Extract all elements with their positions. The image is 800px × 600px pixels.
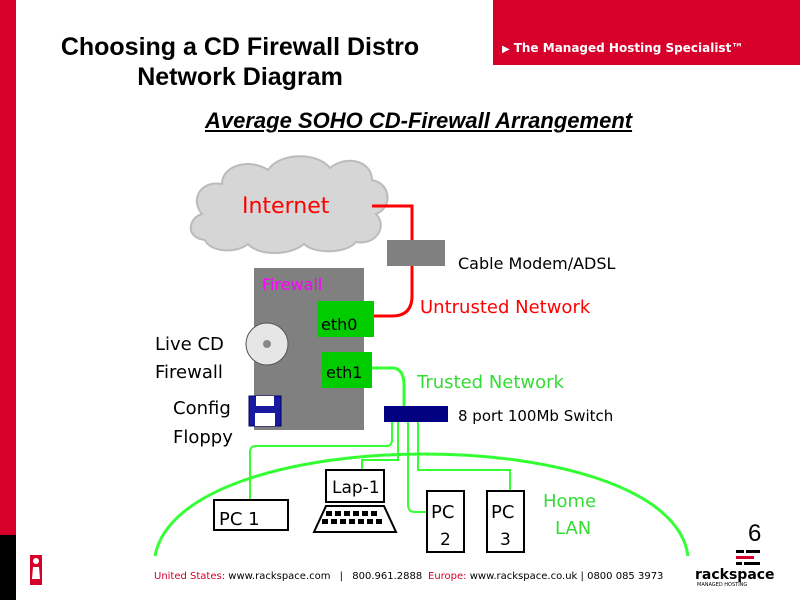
eth1-label: eth1 [326,363,362,382]
footer-us-label: United States: [154,571,226,582]
fanatical-logo-line2: SUPPORT [45,574,89,582]
footer-separator: | [339,571,344,582]
slide-title: Choosing a CD Firewall Distro Network Di… [20,32,460,92]
footer-us-phone: 800.961.2888 [352,571,423,582]
live-cd-label-line2: Firewall [155,362,223,383]
pc3-label-line1: PC [491,502,514,523]
fanatical-support-logo: FANATICAL SUPPORT [30,555,97,585]
eth1-port [322,352,372,388]
rackspace-logo: rackspace MANAGED HOSTING [695,550,775,588]
internet-cloud-icon [189,155,389,254]
trusted-network-label: Trusted Network [416,372,565,393]
cd-disc-icon [245,322,289,366]
page-number: 6 [748,520,762,547]
rackspace-logo-sub: MANAGED HOSTING [697,582,747,588]
internet-to-modem-link [372,204,414,240]
slide-title-line2: Network Diagram [137,63,343,91]
fanatical-logo-line1: FANATICAL [45,563,97,571]
rackspace-logo-word: rackspace [695,567,775,583]
footer-eu-label: Europe: [428,571,467,582]
eth0-port [317,301,374,337]
eth0-label: eth0 [321,315,357,334]
home-lan-label-line1: Home [543,491,596,512]
left-accent-bar-bottom [0,535,16,600]
cable-modem-label: Cable Modem/ADSL [458,254,616,273]
config-floppy-label-line1: Config [173,398,231,419]
pc2-box [426,490,465,553]
home-lan-boundary [153,452,690,557]
laptop-label: Lap-1 [332,478,380,498]
modem-to-eth0-link [374,266,414,318]
cable-modem-box [387,240,445,266]
config-floppy-label-line2: Floppy [173,427,233,448]
footer-us-site[interactable]: www.rackspace.com [228,571,331,582]
switch-to-pc2-link [407,422,428,513]
brand-banner [493,0,800,65]
lan-links [249,422,511,513]
pc1-label: PC 1 [219,509,260,530]
live-cd-label-line1: Live CD [155,334,224,355]
footer-eu-phone: 0800 085 3973 [587,571,664,582]
play-arrow-icon: ▶ [502,44,510,55]
pc2-label-line1: PC [431,502,454,523]
left-accent-bar [0,0,16,535]
floppy-disk-icon [248,395,282,427]
brand-tagline-text: The Managed Hosting Specialist™ [513,41,744,55]
switch-to-pc3-link [417,422,511,491]
slide-title-line1: Choosing a CD Firewall Distro [60,33,420,61]
footer-eu-site[interactable]: www.rackspace.co.uk [469,571,578,582]
eth1-to-switch-link [372,366,406,410]
brand-tagline: ▶The Managed Hosting Specialist™ [502,41,743,55]
internet-label: Internet [242,194,330,219]
switch-label: 8 port 100Mb Switch [458,407,613,425]
home-lan-label-line2: LAN [555,518,591,539]
pc3-box [486,490,525,553]
pc1-box [213,499,289,531]
switch-to-laptop-link [361,422,399,470]
fanatical-figure-icon [30,555,42,585]
footer-us-contact: United States: www.rackspace.com | 800.9… [154,571,422,582]
network-switch [384,406,448,422]
pc3-label-line2: 3 [500,530,511,550]
laptop-icon [312,469,398,533]
untrusted-network-label: Untrusted Network [420,297,591,318]
rackspace-mark-icon [736,550,760,565]
pc2-label-line2: 2 [440,530,451,550]
firewall-label: Firewall [262,275,322,294]
switch-to-pc1-link [249,422,393,500]
footer-eu-contact: Europe: www.rackspace.co.uk | 0800 085 3… [428,571,663,582]
footer-separator: | [580,571,584,582]
slide-subtitle: Average SOHO CD-Firewall Arrangement [205,108,633,133]
